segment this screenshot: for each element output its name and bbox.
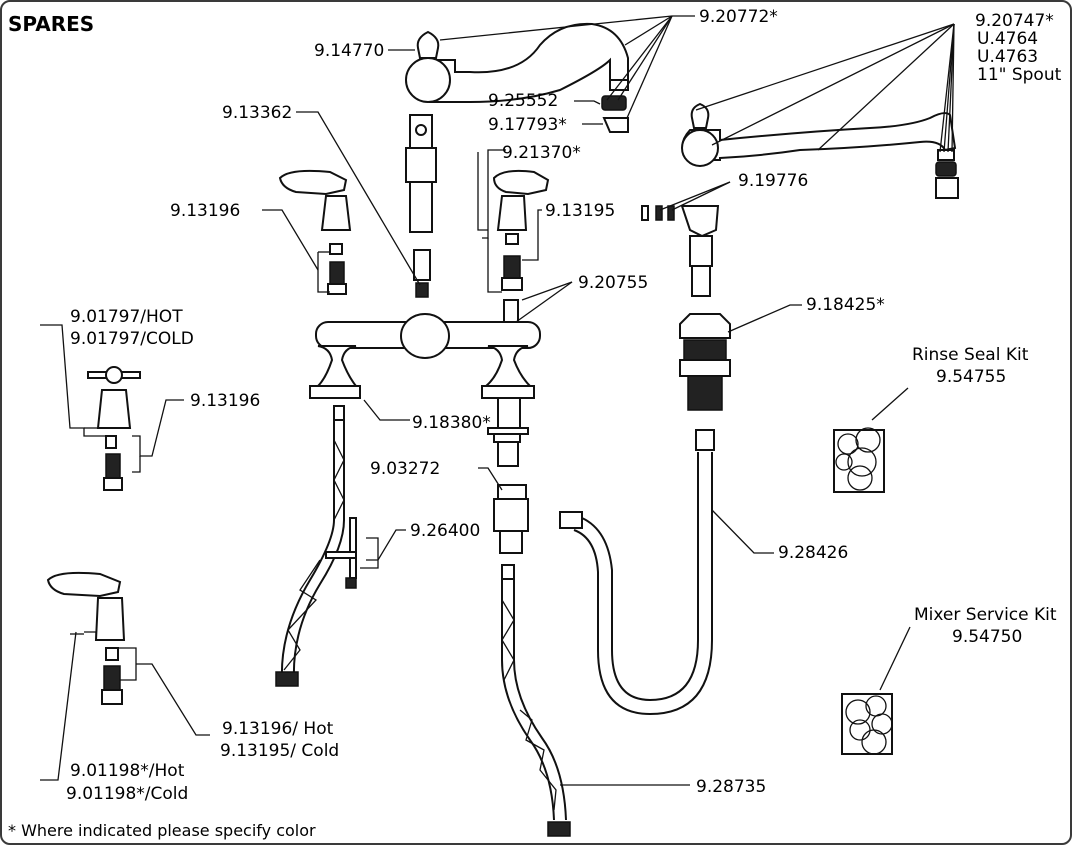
- mixer-service-kit-number: 9.54750: [952, 627, 1022, 647]
- label-9-20772: 9.20772*: [699, 7, 778, 27]
- label-9-01797-hot: 9.01797/HOT: [70, 307, 183, 327]
- label-9-01797-cold: 9.01797/COLD: [70, 329, 194, 349]
- label-9-01198-hot: 9.01198*/Hot: [70, 761, 185, 781]
- page-title: SPARES: [8, 12, 94, 36]
- label-9-18380: 9.18380*: [412, 413, 491, 433]
- swivel-column: [405, 114, 437, 298]
- footnote: * Where indicated please specify color: [8, 821, 316, 840]
- leader-lines: [40, 15, 955, 786]
- label-u-4763: U.4763: [977, 47, 1038, 67]
- label-9-20747: 9.20747*: [975, 11, 1054, 31]
- rinse-spray-parts: [641, 205, 720, 297]
- right-lever-handle: [492, 169, 550, 291]
- lever-valve-group: [46, 571, 126, 705]
- part-labels: 9.20772* 9.14770 9.20747* U.4764 U.4763 …: [66, 7, 1062, 804]
- label-9-03272: 9.03272: [370, 459, 440, 479]
- label-9-19776: 9.19776: [738, 171, 808, 191]
- label-9-13196-hot: 9.13196/ Hot: [222, 719, 334, 739]
- mixer-service-kit-title: Mixer Service Kit: [914, 605, 1057, 625]
- bridge-body: [309, 299, 541, 399]
- label-9-28426: 9.28426: [778, 543, 848, 563]
- long-spout: [681, 102, 959, 199]
- aerator-parts: [601, 95, 629, 133]
- label-9-14770: 9.14770: [314, 41, 384, 61]
- label-9-20755: 9.20755: [578, 273, 648, 293]
- label-9-13196: 9.13196: [170, 201, 240, 221]
- crosshead-handle: [87, 366, 141, 491]
- mixer-service-kit-box: [841, 693, 893, 755]
- left-lever-handle: [278, 169, 352, 295]
- diverter-valve: [493, 484, 529, 554]
- label-9-25552: 9.25552: [488, 91, 558, 111]
- spray-base: [679, 313, 731, 451]
- right-supply-hose: [501, 564, 571, 837]
- rinse-seal-kit-box: [833, 427, 885, 493]
- label-9-13362: 9.13362: [222, 103, 292, 123]
- bridge-spout: [405, 22, 629, 103]
- label-9-13195-cold: 9.13195/ Cold: [220, 741, 339, 761]
- label-9-17793: 9.17793*: [488, 115, 567, 135]
- left-supply-hose: [275, 405, 345, 687]
- label-9-21370: 9.21370*: [502, 143, 581, 163]
- label-9-28735: 9.28735: [696, 777, 766, 797]
- label-9-13196-cross: 9.13196: [190, 391, 260, 411]
- label-9-26400: 9.26400: [410, 521, 480, 541]
- rinse-seal-kit-number: 9.54755: [936, 367, 1006, 387]
- label-9-01198-cold: 9.01198*/Cold: [66, 784, 188, 804]
- pull-out-hose: [559, 452, 713, 716]
- shank-connector: [325, 517, 357, 589]
- label-9-13195: 9.13195: [545, 201, 615, 221]
- label-11-spout: 11" Spout: [977, 65, 1062, 85]
- label-9-18425: 9.18425*: [806, 295, 885, 315]
- centre-shank: [487, 397, 529, 467]
- label-u-4764: U.4764: [977, 29, 1038, 49]
- rinse-seal-kit-title: Rinse Seal Kit: [912, 345, 1029, 365]
